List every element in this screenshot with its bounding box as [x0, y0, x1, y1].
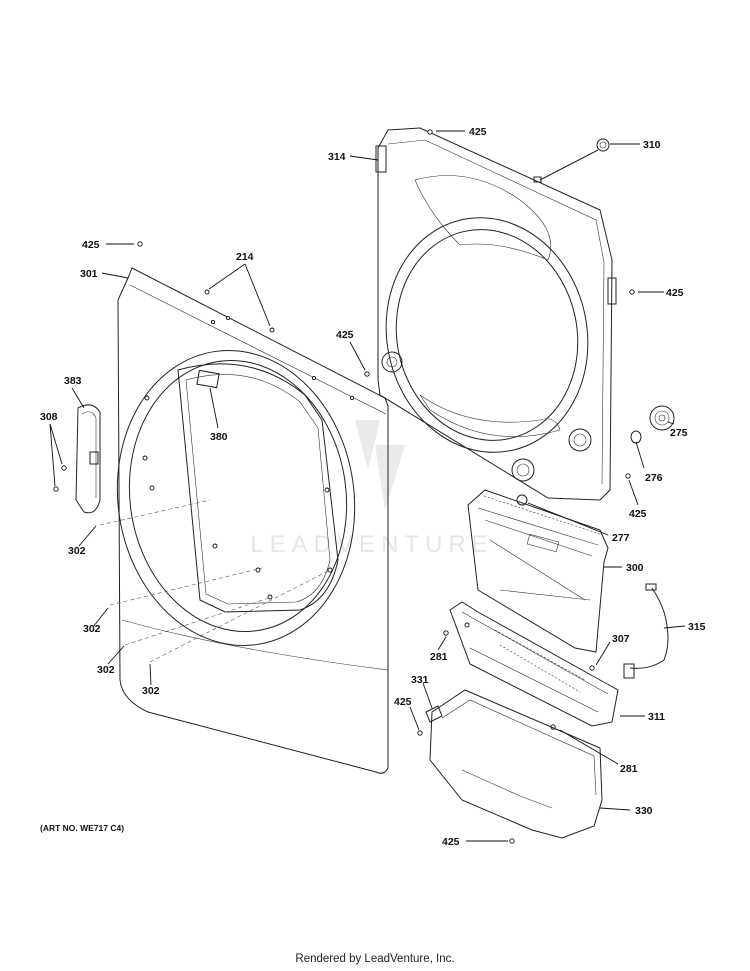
callout-330: 330 — [635, 805, 653, 817]
filter-housing-311 — [449, 601, 619, 727]
callout-331: 331 — [411, 674, 429, 686]
screws-308 — [53, 465, 67, 492]
callout-281: 281 — [620, 763, 638, 775]
callout-275: 275 — [670, 427, 688, 439]
callout-276: 276 — [645, 472, 663, 484]
footer-credit: Rendered by LeadVenture, Inc. — [295, 953, 455, 965]
assembly-lines — [99, 499, 331, 663]
art-number: (ART NO. WE717 C4) — [40, 823, 125, 833]
callout-302: 302 — [97, 664, 115, 676]
callout-307: 307 — [612, 633, 630, 645]
watermark: LEADVENTURE — [250, 420, 493, 558]
watermark-text: LEADVENTURE — [250, 531, 493, 558]
lint-filter-300 — [467, 489, 609, 653]
duct-330 — [429, 689, 603, 839]
callout-labels: 425 310 314 425 214 301 425 425 383 308 … — [40, 126, 706, 848]
washer-276 — [630, 430, 642, 444]
callout-425: 425 — [469, 126, 487, 138]
callout-302: 302 — [142, 685, 160, 697]
door-handle-383 — [75, 404, 101, 514]
leader-lines — [49, 130, 686, 842]
front-bulkhead-314 — [375, 127, 617, 501]
sensor-310 — [533, 138, 610, 183]
screw-307 — [589, 665, 595, 671]
callout-308: 308 — [40, 411, 58, 423]
bearing-275 — [649, 405, 675, 431]
callout-214: 214 — [236, 251, 254, 263]
callout-302: 302 — [83, 623, 101, 635]
callout-301: 301 — [80, 268, 98, 280]
callout-314: 314 — [328, 151, 346, 163]
callout-302: 302 — [68, 545, 86, 557]
front-panel-301 — [116, 267, 389, 774]
grommet-277 — [516, 494, 528, 506]
callout-315: 315 — [688, 621, 706, 633]
callout-281: 281 — [430, 651, 448, 663]
callout-383: 383 — [64, 375, 82, 387]
callout-425: 425 — [82, 239, 100, 251]
bracket-331 — [425, 705, 443, 723]
callout-425: 425 — [442, 836, 460, 848]
screws-214 — [204, 289, 275, 333]
callout-425: 425 — [666, 287, 684, 299]
callout-425: 425 — [394, 696, 412, 708]
callout-310: 310 — [643, 139, 661, 151]
callout-311: 311 — [648, 711, 665, 723]
callout-425: 425 — [336, 329, 354, 341]
callout-277: 277 — [612, 532, 630, 544]
callout-380: 380 — [210, 431, 228, 443]
callout-425: 425 — [629, 508, 647, 520]
wire-harness-315 — [623, 583, 669, 679]
screws-425 — [137, 129, 635, 844]
callout-300: 300 — [626, 562, 644, 574]
